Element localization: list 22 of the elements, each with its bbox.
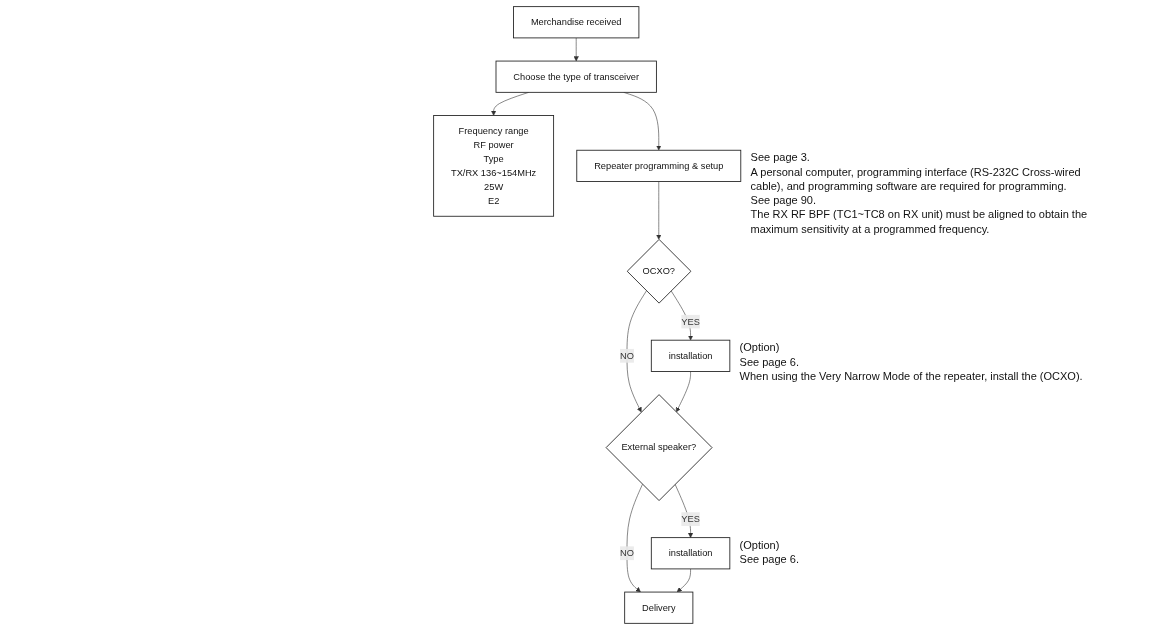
edge-label: NO xyxy=(619,350,634,361)
node-box: Choose the type of transceiver xyxy=(495,60,657,93)
note-text: (Option) xyxy=(739,340,781,355)
node-box: Frequency range RF power Type TX/RX 136~154MHz 25W E2 xyxy=(433,115,554,217)
node-box: installation xyxy=(650,537,731,570)
note-text: (Option) xyxy=(739,537,781,552)
note-text: See page 90. xyxy=(750,193,817,208)
note-text: See page 3. xyxy=(750,150,811,165)
node-box: Repeater programming & setup xyxy=(576,149,741,182)
node-diamond: OCXO? xyxy=(626,239,692,304)
node-box: Delivery xyxy=(624,591,694,624)
note-text: The RX RF BPF (TC1~TC8 on RX unit) must be aligned to obtain the maximum sensitivity at a programmed frequency. xyxy=(750,207,1089,237)
note-text: When using the Very Narrow Mode of the repeater, install the (OCXO). xyxy=(739,368,1084,384)
node-box: installation xyxy=(650,339,731,372)
note-text: See page 6. xyxy=(739,354,800,369)
node-diamond: External speaker? xyxy=(605,394,713,502)
edge-label: NO xyxy=(619,548,634,558)
note-text: A personal computer, programming interface (RS-232C Cross-wired cable), and programming software are required for programming. xyxy=(750,164,1082,194)
node-box: Merchandise received xyxy=(512,6,640,39)
note-text: See page 6. xyxy=(739,551,800,567)
edge-label: YES xyxy=(681,513,700,524)
edge-label: YES xyxy=(681,316,700,327)
